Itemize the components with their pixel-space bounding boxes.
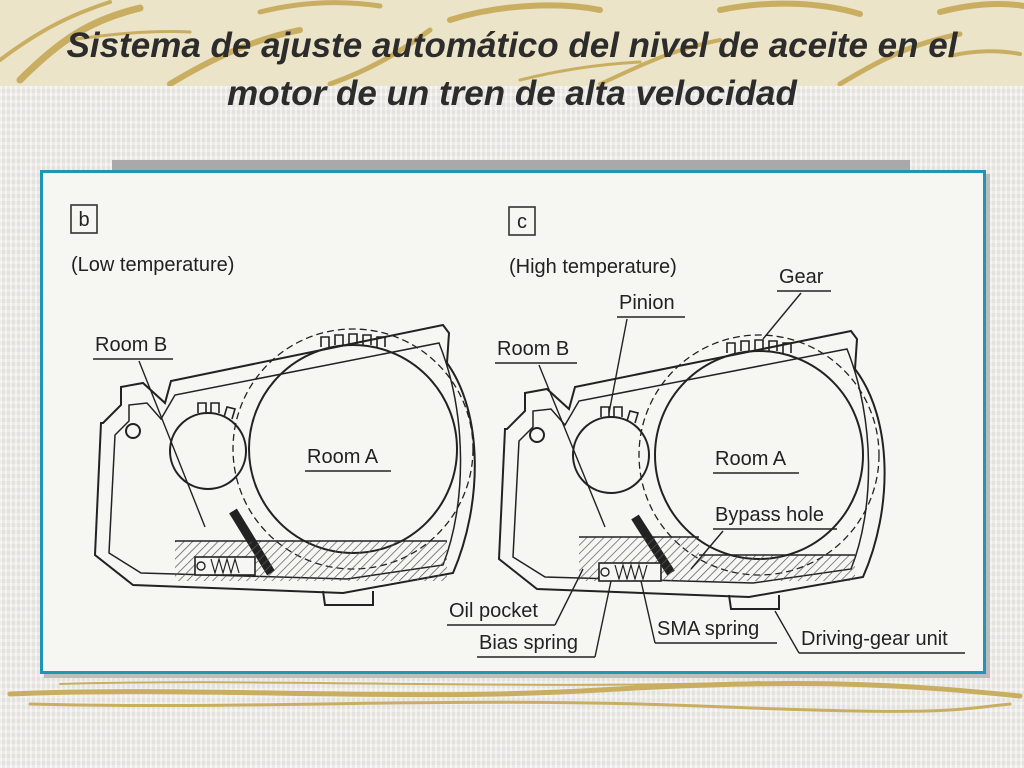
- oil-level-diagram: b (Low temperature) Room B: [70, 204, 965, 658]
- panel-c-label-bias-spring: Bias spring: [479, 632, 578, 654]
- panel-b-letter: b: [78, 209, 89, 231]
- panel-c-label-gear: Gear: [779, 266, 824, 288]
- panel-c-oil-bath: [699, 555, 855, 581]
- panel-c-label-bypass-hole: Bypass hole: [715, 504, 824, 526]
- panel-c-label-room-a: Room A: [715, 448, 787, 470]
- panel-c-label-room-b: Room B: [497, 338, 569, 360]
- panel-c-label-sma-spring: SMA spring: [657, 618, 759, 640]
- panel-c-letter-box: [508, 206, 536, 236]
- panel-b-letter-box: [70, 204, 98, 234]
- panel-c-label-pinion: Pinion: [619, 292, 675, 314]
- decorative-top-band: [0, 0, 1024, 86]
- decorative-bottom-band: [7, 680, 1023, 713]
- panel-c: c (High temperature) Gear: [447, 206, 965, 658]
- slide-title: Sistema de ajuste automático del nivel d…: [66, 26, 958, 113]
- panel-c-condition: (High temperature): [509, 256, 677, 278]
- panel-b-label-room-b: Room B: [95, 334, 167, 356]
- panel-b-label-room-a: Room A: [307, 446, 379, 468]
- diagram-frame: b (Low temperature) Room B: [40, 170, 986, 674]
- panel-b-condition: (Low temperature): [71, 254, 234, 276]
- panel-c-label-oil-pocket: Oil pocket: [449, 600, 538, 622]
- frame-top-shadow: [112, 160, 910, 172]
- panel-c-letter: c: [517, 211, 527, 233]
- panel-b: b (Low temperature) Room B: [70, 204, 476, 606]
- panel-c-label-driving-gear-unit: Driving-gear unit: [801, 628, 948, 650]
- panel-c-valve: [598, 562, 662, 582]
